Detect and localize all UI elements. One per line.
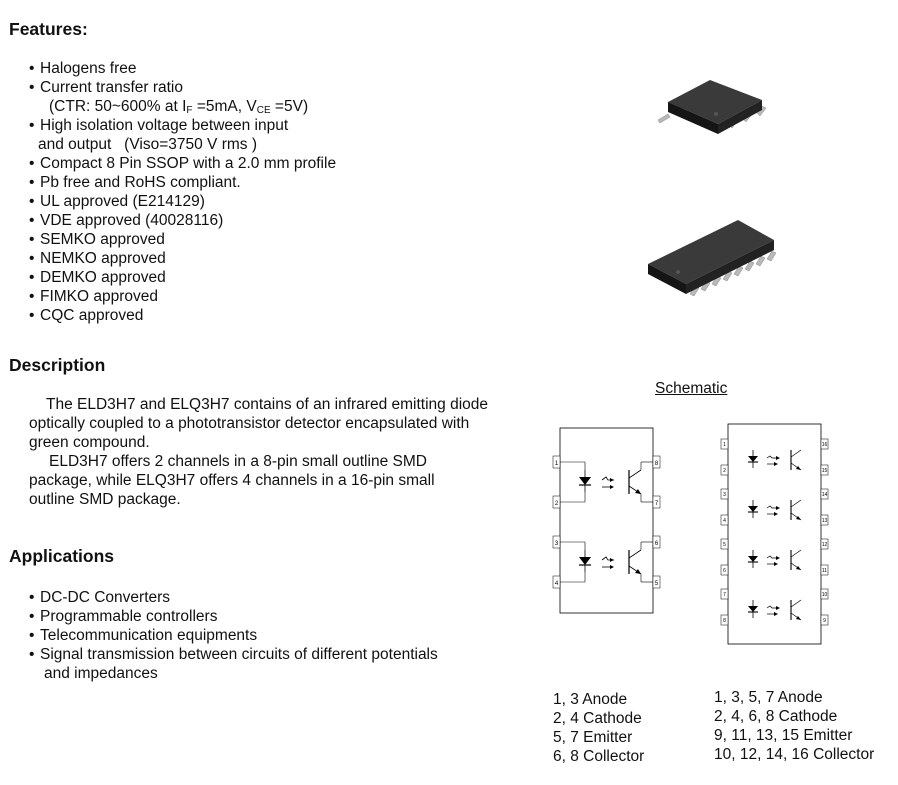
feature-rohs: Pb free and RoHS compliant. bbox=[29, 173, 336, 192]
legend-item: 6, 8 Collector bbox=[553, 748, 645, 765]
description-line: package, while ELQ3H7 offers 4 channels … bbox=[29, 472, 435, 489]
dual-pin-left-3: 3 bbox=[555, 541, 559, 547]
dual-pin-right-5: 5 bbox=[655, 581, 659, 587]
quad-pin-left-5: 5 bbox=[723, 542, 726, 548]
feature-fimko: FIMKO approved bbox=[29, 287, 336, 306]
ssop8-package-image bbox=[657, 80, 767, 135]
quad-pin-left-4: 4 bbox=[723, 518, 726, 524]
feature-ctr: Current transfer ratio bbox=[29, 78, 336, 97]
applications-heading: Applications bbox=[9, 546, 115, 566]
quad-pin-left-7: 7 bbox=[723, 592, 726, 598]
feature-demko: DEMKO approved bbox=[29, 268, 336, 287]
quad-pin-right-9: 9 bbox=[823, 618, 826, 624]
legend-item: 2, 4, 6, 8 Cathode bbox=[714, 708, 838, 725]
quad-pin-right-15: 15 bbox=[822, 468, 828, 474]
legend-item: 1, 3, 5, 7 Anode bbox=[714, 689, 823, 706]
isolation-detail: and output (Viso=3750 V rms ) bbox=[38, 136, 257, 153]
dual-pin-left-1: 1 bbox=[555, 461, 559, 467]
quad-pin-right-10: 10 bbox=[822, 592, 828, 598]
description-line: outline SMD package. bbox=[29, 491, 181, 508]
description-line: optically coupled to a phototransistor d… bbox=[29, 415, 470, 432]
dual-pin-right-7: 7 bbox=[655, 501, 659, 507]
quad-pin-legend: 1, 3, 5, 7 Anode 2, 4, 6, 8 Cathode 9, 1… bbox=[714, 688, 874, 764]
feature-halogens: Halogens free bbox=[29, 59, 336, 78]
quad-pin-left-1: 1 bbox=[723, 442, 726, 448]
quad-pin-right-14: 14 bbox=[822, 492, 828, 498]
schematic-title: Schematic bbox=[655, 380, 728, 397]
application-item: Telecommunication equipments bbox=[29, 626, 438, 645]
dual-pin-legend: 1, 3 Anode 2, 4 Cathode 5, 7 Emitter 6, … bbox=[553, 690, 644, 766]
ssop16-package-image bbox=[648, 220, 777, 297]
quad-pin-right-12: 12 bbox=[822, 542, 828, 548]
quad-pin-left-3: 3 bbox=[723, 492, 726, 498]
feature-ssop: Compact 8 Pin SSOP with a 2.0 mm profile bbox=[29, 154, 336, 173]
application-item: Programmable controllers bbox=[29, 607, 438, 626]
description-line: green compound. bbox=[29, 434, 150, 451]
applications-list: DC-DC Converters Programmable controller… bbox=[29, 588, 438, 683]
feature-semko: SEMKO approved bbox=[29, 230, 336, 249]
feature-nemko: NEMKO approved bbox=[29, 249, 336, 268]
quad-channel-schematic: 1 2 3 4 5 6 7 8 16 15 14 13 12 11 10 9 bbox=[720, 423, 829, 645]
feature-vde: VDE approved (40028116) bbox=[29, 211, 336, 230]
features-heading: Features: bbox=[9, 19, 88, 39]
legend-item: 9, 11, 13, 15 Emitter bbox=[714, 727, 853, 744]
legend-item: 10, 12, 14, 16 Collector bbox=[714, 746, 875, 763]
description-text: The ELD3H7 and ELQ3H7 contains of an inf… bbox=[29, 395, 488, 509]
dual-channel-schematic: 1 2 3 4 8 7 6 5 bbox=[552, 427, 661, 614]
quad-pin-left-2: 2 bbox=[723, 468, 726, 474]
quad-pin-right-16: 16 bbox=[822, 442, 828, 448]
quad-pin-left-8: 8 bbox=[723, 618, 726, 624]
application-item: DC-DC Converters bbox=[29, 588, 438, 607]
application-item-cont: and impedances bbox=[44, 665, 158, 682]
dual-pin-right-8: 8 bbox=[655, 461, 659, 467]
quad-pin-left-6: 6 bbox=[723, 568, 726, 574]
feature-isolation: High isolation voltage between input bbox=[29, 116, 336, 135]
dual-pin-left-4: 4 bbox=[555, 581, 559, 587]
feature-ul: UL approved (E214129) bbox=[29, 192, 336, 211]
legend-item: 2, 4 Cathode bbox=[553, 710, 642, 727]
quad-pin-right-13: 13 bbox=[822, 518, 828, 524]
dual-pin-left-2: 2 bbox=[555, 501, 559, 507]
quad-pin-right-11: 11 bbox=[822, 568, 827, 574]
dual-pin-right-6: 6 bbox=[655, 541, 659, 547]
description-heading: Description bbox=[9, 355, 106, 375]
legend-item: 5, 7 Emitter bbox=[553, 729, 633, 746]
legend-item: 1, 3 Anode bbox=[553, 691, 628, 708]
description-line: ELD3H7 offers 2 channels in a 8-pin smal… bbox=[49, 453, 427, 470]
description-line: The ELD3H7 and ELQ3H7 contains of an inf… bbox=[46, 396, 489, 413]
ctr-detail: (CTR: 50~600% at IF =5mA, VCE =5V) bbox=[49, 98, 309, 116]
feature-cqc: CQC approved bbox=[29, 306, 336, 325]
features-list: Halogens free Current transfer ratio (CT… bbox=[29, 59, 336, 325]
application-item: Signal transmission between circuits of … bbox=[29, 645, 438, 664]
